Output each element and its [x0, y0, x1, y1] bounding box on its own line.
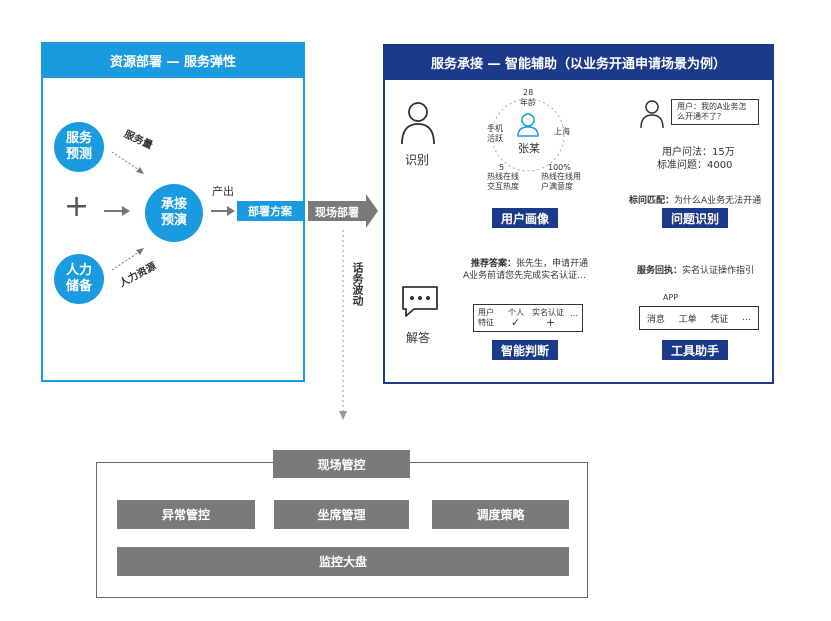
identify-label: 识别 — [405, 153, 430, 167]
match-text: 为什么A业务无法开通 — [674, 196, 762, 206]
persona-icon — [517, 113, 539, 137]
tool-box: 消息 工单 凭证 … — [639, 306, 759, 330]
feature-user: 用户特征 — [478, 308, 494, 327]
feature-personal: 个人 — [508, 308, 524, 317]
recommend-text-1: 张先生，申请开通 — [516, 259, 589, 269]
match-label: 标问匹配： — [629, 196, 675, 206]
seat-management-box: 坐席管理 — [274, 500, 409, 529]
app-label: APP — [663, 293, 679, 302]
feature-more: … — [570, 309, 578, 318]
customer-icon — [640, 100, 664, 129]
receipt-row: 服务回执：实名认证操作指引 — [637, 263, 754, 276]
service-assist-title: 服务承接 — 智能辅助（以业务开通申请场景为例） — [383, 44, 774, 80]
onsite-control-title: 现场管控 — [273, 450, 410, 478]
tool-voucher: 凭证 — [710, 314, 729, 325]
issue-tag: 问题识别 — [662, 208, 728, 228]
output-label: 产出 — [212, 185, 234, 198]
hotline-value: 5 — [499, 163, 505, 172]
ask-count: 用户问法：15万 — [662, 147, 735, 158]
monitoring-dashboard-box: 监控大盘 — [117, 547, 569, 576]
feature-box: 用户特征 个人 ✓ 实名认证 + … — [473, 304, 583, 332]
user-question-bubble: 用户：我的A业务怎么开通不了？ — [671, 99, 759, 125]
onsite-deploy-label: 现场部署 — [315, 206, 359, 219]
feature-realname: 实名认证 — [532, 308, 564, 317]
receipt-text: 实名认证操作指引 — [682, 266, 755, 276]
traffic-fluctuation-label: 话务波动 — [351, 262, 364, 306]
deploy-plan-box: 部署方案 — [237, 201, 303, 221]
satisfaction-label: 热线在线用户满意度 — [541, 172, 581, 191]
resource-deployment-title: 资源部署 — 服务弹性 — [41, 42, 305, 78]
tool-message: 消息 — [646, 314, 665, 325]
hotline-label: 热线在线交互热度 — [487, 172, 519, 191]
phone-active-label: 手机活跃 — [487, 124, 503, 143]
judgment-tag: 智能判断 — [492, 340, 558, 360]
chat-icon — [402, 286, 438, 317]
persona-name: 张某 — [518, 142, 540, 155]
tool-more: … — [742, 313, 752, 323]
check-icon: ✓ — [511, 316, 521, 329]
answer-label: 解答 — [406, 331, 431, 345]
recommend-text-2: A业务前请您先完成实名认证… — [463, 271, 587, 281]
plus-icon: + — [546, 316, 556, 329]
age-label: 年龄 — [520, 98, 536, 107]
match-row: 标问匹配：为什么A业务无法开通 — [629, 193, 761, 206]
user-icon — [401, 102, 435, 145]
tool-ticket: 工单 — [678, 314, 697, 325]
load-forecast-node: 承接预演 — [145, 184, 203, 242]
persona-orbit — [491, 98, 565, 172]
recommend-label: 推荐答案： — [471, 259, 517, 269]
staff-reserve-node: 人力储备 — [54, 254, 104, 304]
recommend-row: 推荐答案：张先生，申请开通 — [471, 256, 588, 269]
persona-tag: 用户画像 — [492, 208, 558, 228]
std-question-count: 标准问题：4000 — [657, 160, 733, 171]
plus-sign: + — [64, 189, 90, 224]
receipt-label: 服务回执： — [637, 266, 683, 276]
anomaly-control-box: 异常管控 — [117, 500, 255, 529]
age-value: 28 — [523, 88, 534, 97]
tool-tag: 工具助手 — [662, 340, 728, 360]
satisfaction-value: 100% — [548, 163, 571, 172]
service-forecast-node: 服务预测 — [54, 122, 104, 172]
onsite-control-panel — [96, 462, 588, 598]
dispatch-strategy-box: 调度策略 — [432, 500, 569, 529]
city-label: 上海 — [554, 127, 570, 136]
